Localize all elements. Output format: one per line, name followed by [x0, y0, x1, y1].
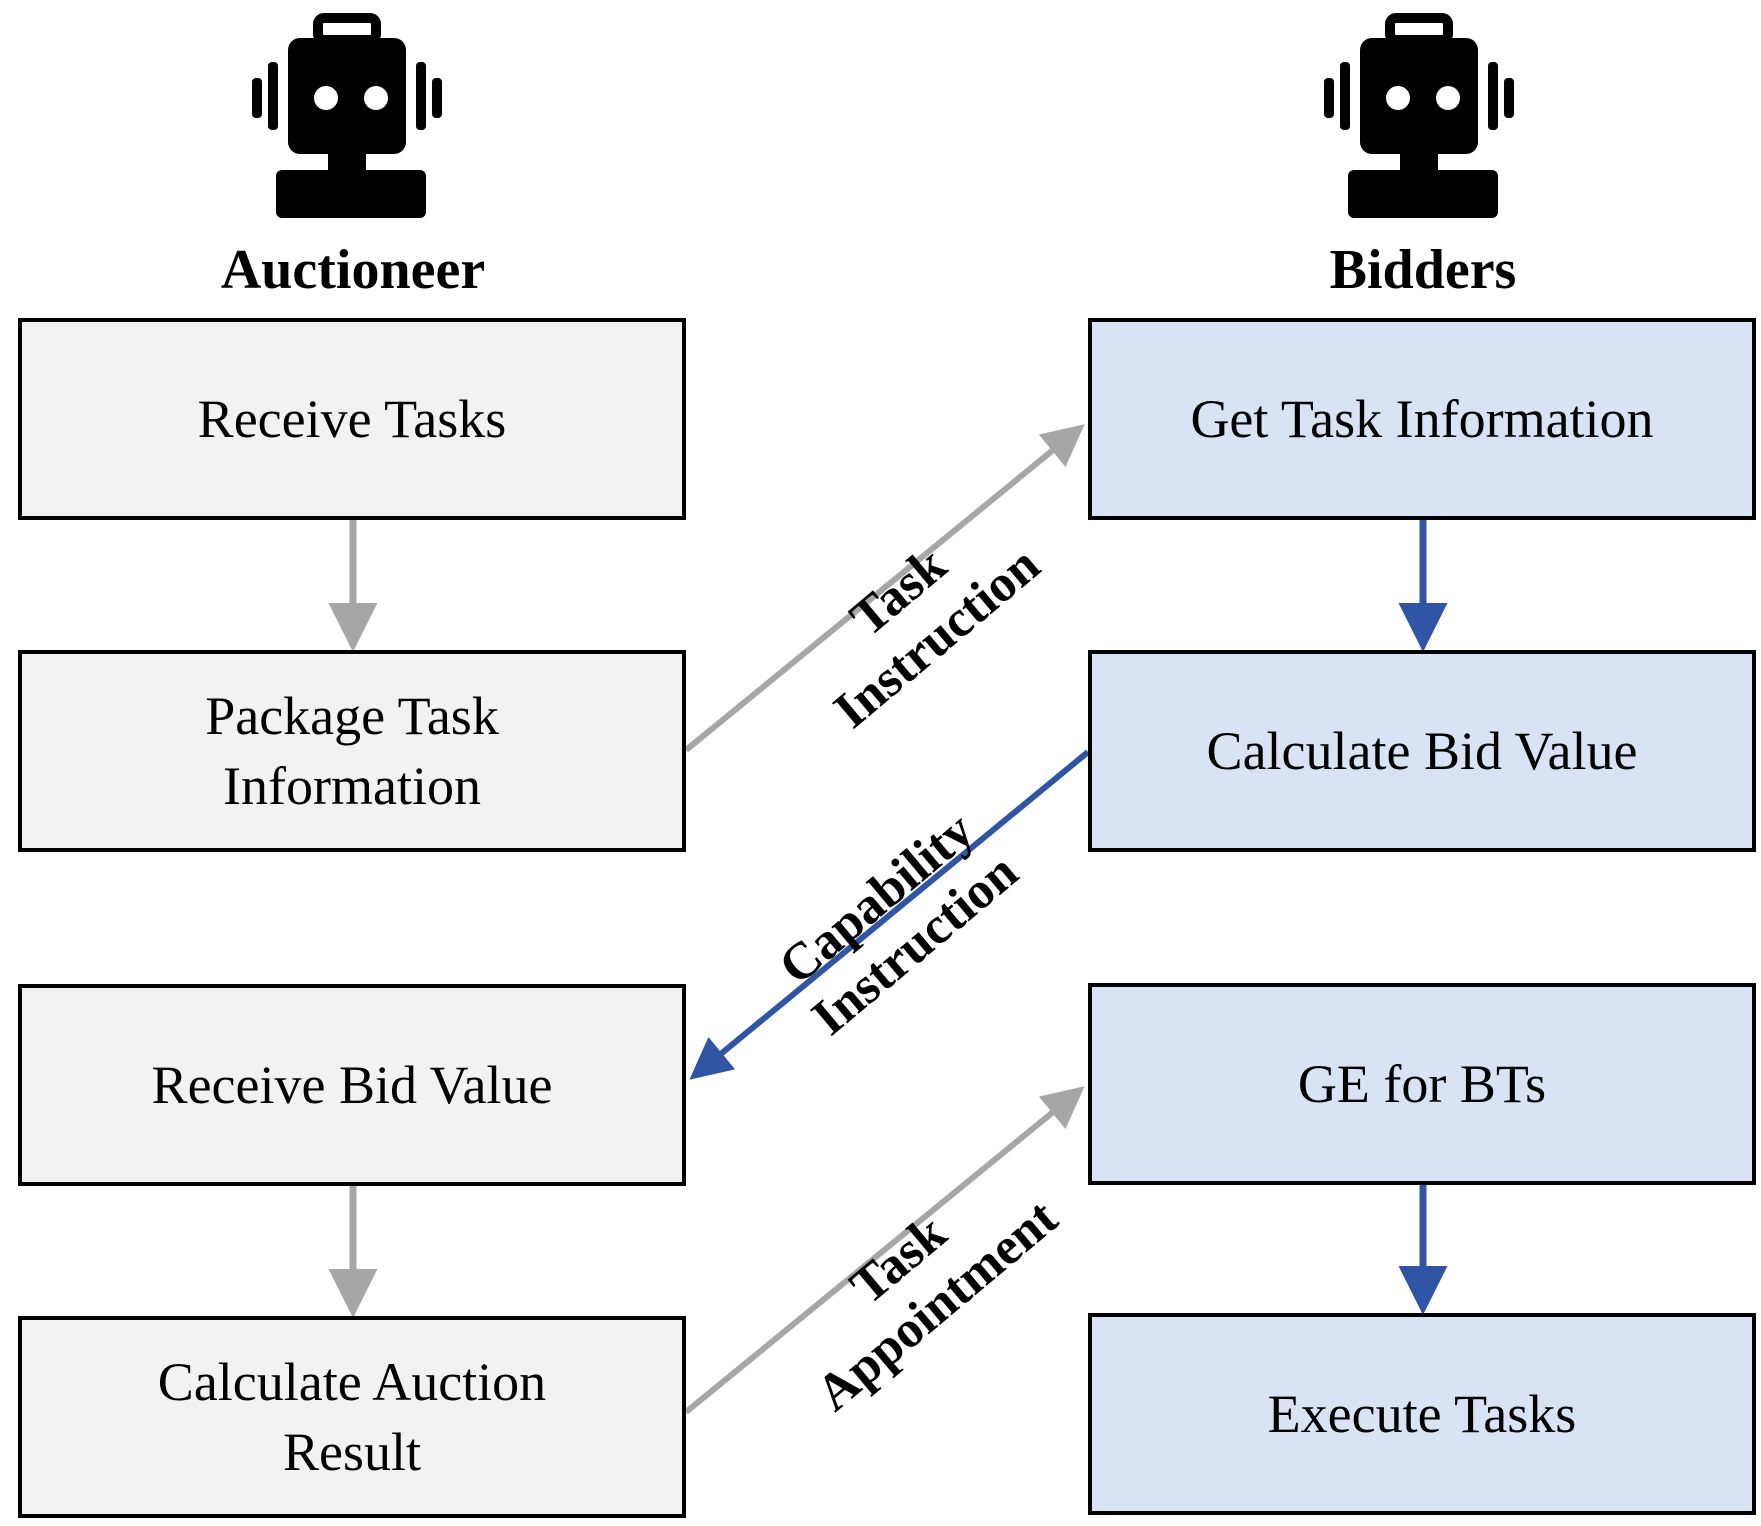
step-label: Package Task Information — [205, 685, 499, 816]
step-calculate-auction-result: Calculate Auction Result — [18, 1316, 686, 1518]
bidders-label: Bidders — [1329, 239, 1517, 301]
step-calculate-bid-value: Calculate Bid Value — [1088, 650, 1756, 852]
step-label: Receive Tasks — [197, 388, 507, 449]
step-label: Execute Tasks — [1267, 1383, 1577, 1444]
bidders-robot-icon — [1324, 13, 1514, 218]
step-label: Calculate Bid Value — [1206, 720, 1638, 781]
step-label: Get Task Information — [1190, 388, 1654, 449]
step-receive-bid-value: Receive Bid Value — [18, 984, 686, 1186]
step-get-task-information: Get Task Information — [1088, 318, 1756, 520]
step-label: Receive Bid Value — [151, 1054, 553, 1115]
edge-label-capability-instruction: Capability Instruction — [768, 801, 1029, 1047]
step-execute-tasks: Execute Tasks — [1088, 1313, 1756, 1515]
step-package-task-information: Package Task Information — [18, 650, 686, 852]
auctioneer-robot-icon — [252, 13, 442, 218]
step-ge-for-bts: GE for BTs — [1088, 983, 1756, 1185]
step-label: GE for BTs — [1297, 1053, 1547, 1114]
step-receive-tasks: Receive Tasks — [18, 318, 686, 520]
auctioneer-label: Auctioneer — [220, 239, 486, 301]
edge-label-task-appointment: Task Appointment — [805, 1189, 1069, 1423]
step-label: Calculate Auction Result — [157, 1351, 547, 1482]
edge-label-task-instruction: Task Instruction — [823, 535, 1051, 740]
